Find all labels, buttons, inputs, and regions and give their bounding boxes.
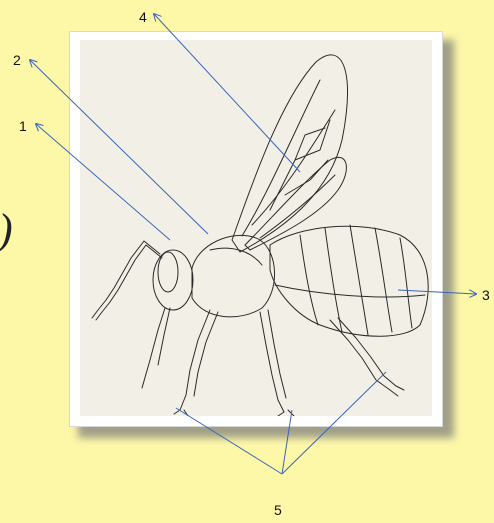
abdomen [270,226,428,336]
bee-illustration [80,40,432,416]
middle-leg [260,312,284,412]
label-4: 4 [139,10,147,24]
label-5: 5 [274,503,282,517]
front-leg [180,310,210,410]
antenna [96,245,162,320]
bee-illustration-frame [70,32,442,426]
label-2: 2 [13,53,21,67]
label-1: 1 [19,119,27,133]
thorax [192,235,275,317]
label-3: 3 [482,288,490,302]
stray-parenthesis: ) [0,208,13,252]
bee-drawing [80,40,432,416]
hind-leg [330,320,390,390]
